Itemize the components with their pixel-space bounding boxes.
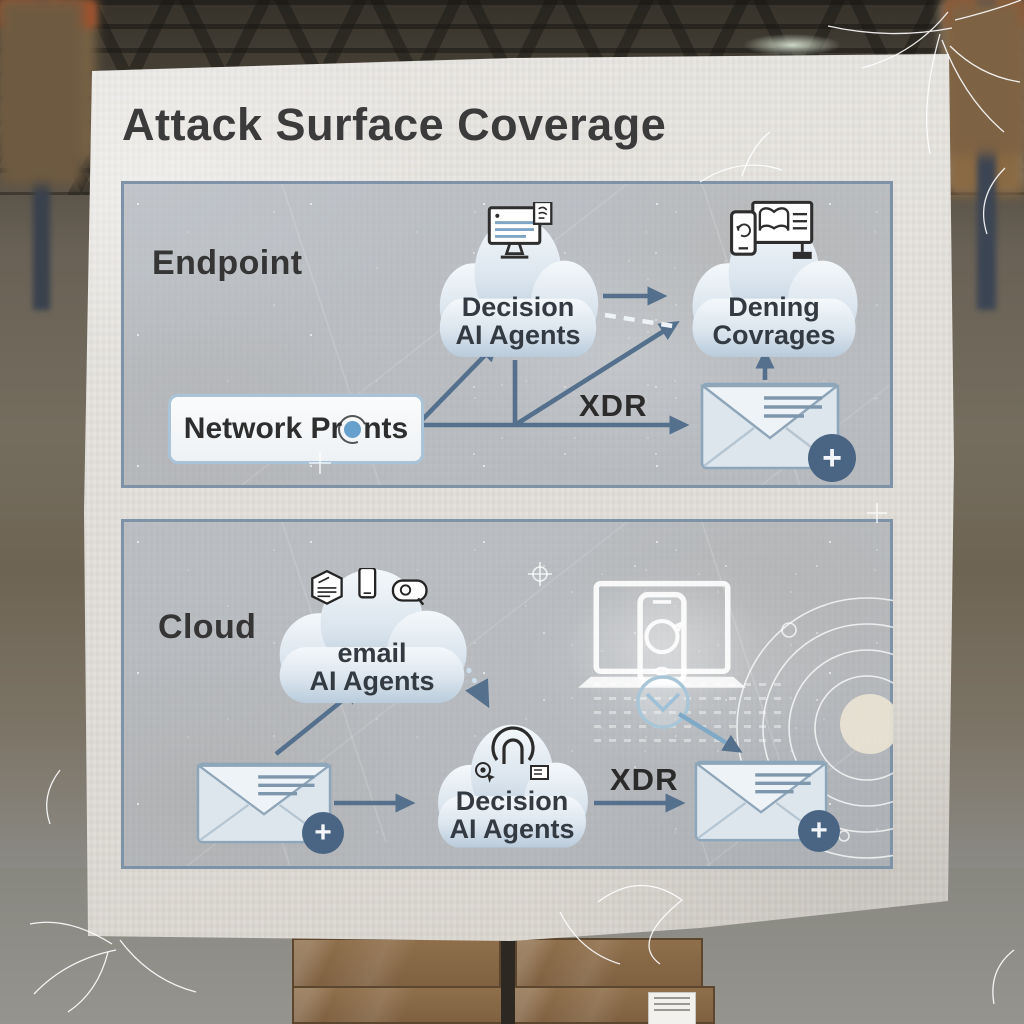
plus-badge: + xyxy=(808,434,856,482)
plus-badge: + xyxy=(302,812,344,854)
xdr-label: XDR xyxy=(579,388,648,423)
envelope-plus-icon-left: + xyxy=(196,762,344,854)
envelope-shape xyxy=(196,762,332,844)
envelope-circle-icon xyxy=(636,675,690,729)
xdr-label-2: XDR xyxy=(610,762,679,797)
decision-ai-agents-cloud-2: Decision AI Agents xyxy=(423,718,601,852)
click-target-icon xyxy=(475,726,549,783)
cloud-panel: Cloud xyxy=(121,519,893,869)
cloud-label: Cloud xyxy=(158,608,257,646)
envelope-plus-icon: + xyxy=(700,382,856,482)
cloud-shape xyxy=(437,724,588,848)
cloud-shape xyxy=(439,217,599,357)
shelf-boxes-left-2 xyxy=(0,0,84,185)
target-cursor-icon xyxy=(475,762,495,783)
envelope-shape xyxy=(694,760,828,842)
hexagon-document-icon xyxy=(311,569,343,605)
box-gap xyxy=(501,940,515,1024)
laptop-phone-glow-graphic xyxy=(578,580,746,688)
phone-monitor-icon xyxy=(730,200,814,259)
radar-dot-icon xyxy=(344,420,362,438)
page-title: Attack Surface Coverage xyxy=(122,99,667,150)
shipping-label xyxy=(648,992,696,1024)
cloud-shape xyxy=(692,217,858,357)
cloud-label: Decision AI Agents xyxy=(449,785,575,845)
cloud-label: email AI Agents xyxy=(309,637,435,697)
email-ai-agents-cloud: email AI Agents xyxy=(261,562,483,708)
orbit-rings-graphic xyxy=(736,597,893,859)
cardboard-box xyxy=(515,938,703,988)
edge-dashed-white xyxy=(604,312,674,329)
phone-icon xyxy=(358,568,377,599)
decision-ai-agents-cloud: Decision AI Agents xyxy=(424,202,612,362)
monitor-document-icon xyxy=(487,202,553,259)
chat-bubble-icon xyxy=(391,579,428,606)
dening-covrages-cloud: Dening Covrages xyxy=(676,200,872,362)
cardboard-box xyxy=(292,938,501,988)
cloud-label: Dening Covrages xyxy=(712,291,836,351)
cloud-label: Decision AI Agents xyxy=(455,291,581,351)
network-pronts-box: Network Pr nts xyxy=(168,394,424,464)
endpoint-label: Endpoint xyxy=(152,244,303,282)
cardboard-box xyxy=(292,986,503,1024)
network-label-prefix: Network Pr xyxy=(183,412,343,445)
envelope-shape xyxy=(700,382,840,470)
plus-badge: + xyxy=(798,810,840,852)
envelope-plus-icon-right: + xyxy=(694,760,840,852)
endpoint-panel: Endpoint xyxy=(121,181,893,488)
email-cloud-icons xyxy=(311,568,428,606)
list-card-icon xyxy=(530,765,549,780)
network-label-suffix: nts xyxy=(363,412,409,445)
shelf-boxes-right-2 xyxy=(946,0,1024,155)
